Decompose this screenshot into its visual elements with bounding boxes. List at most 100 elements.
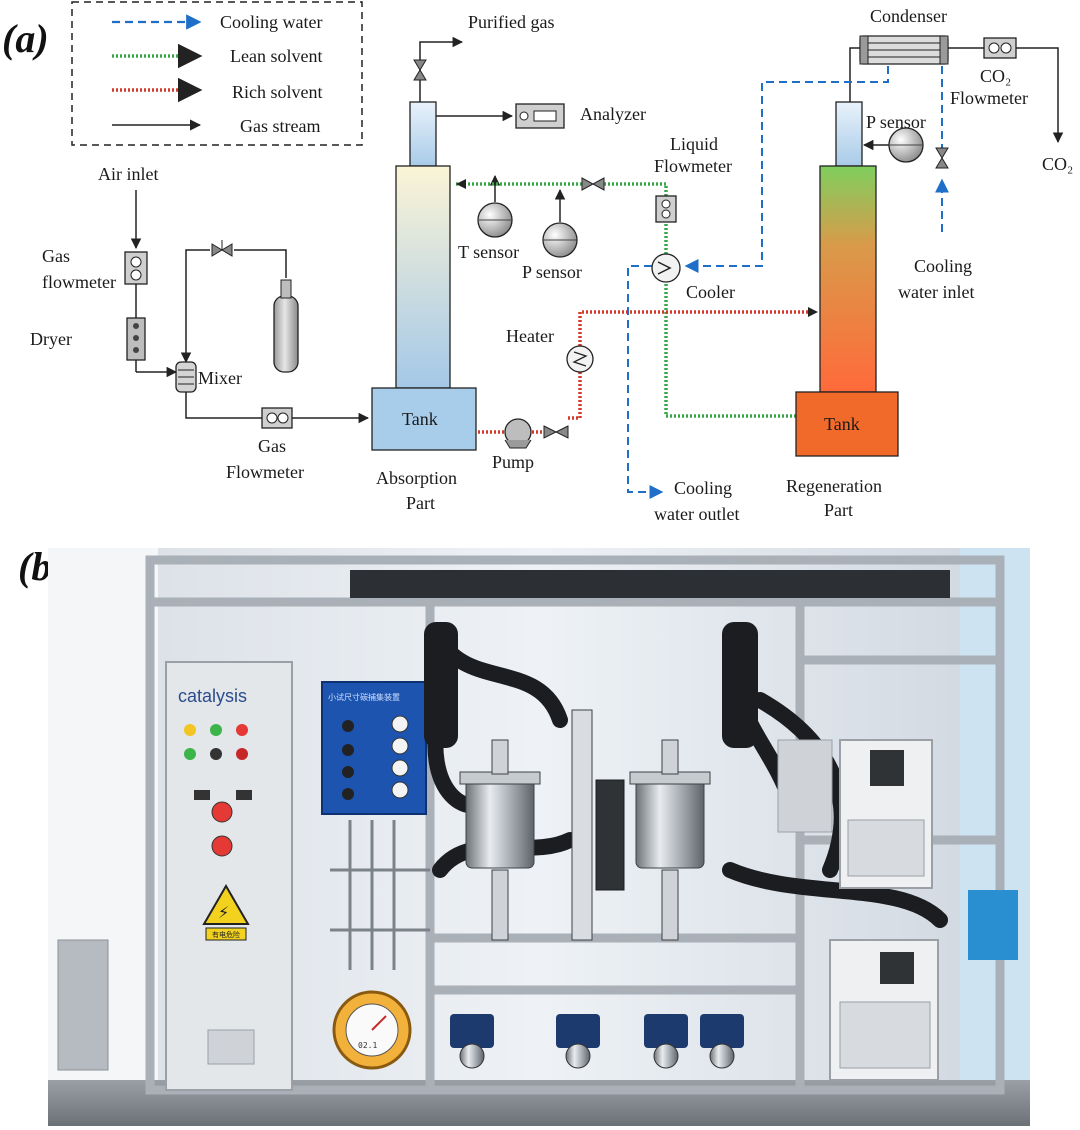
purified-gas-label: Purified gas <box>468 12 554 32</box>
indicator-red-1 <box>236 724 248 736</box>
chiller-upper-display <box>870 750 904 786</box>
air-inlet-label: Air inlet <box>98 164 159 184</box>
gauge-4 <box>391 781 409 799</box>
cooling-inlet-label-a: Cooling <box>914 256 972 276</box>
indicator-yellow-1 <box>184 724 196 736</box>
analyzer <box>515 103 565 129</box>
liquid-flowmeter-label-a: Liquid <box>670 134 718 154</box>
tank-absorption-label: Tank <box>402 409 438 429</box>
gas-cylinder <box>273 279 299 373</box>
gas-flowmeter-1-label-a: Gas <box>42 246 70 266</box>
separator-vessel-left <box>424 622 458 748</box>
brand-logo: catalysis <box>178 686 247 706</box>
valve-purified <box>413 59 427 81</box>
absorber-column <box>371 101 477 451</box>
gas-flowmeter-1 <box>124 251 148 285</box>
gas-flowmeter-1-label-b: flowmeter <box>42 272 116 292</box>
co2-output-label: CO₂ <box>1042 154 1073 174</box>
lightning-glyph: ⚡ <box>218 903 229 922</box>
legend-cooling-water: Cooling water <box>220 12 322 32</box>
panel-a-tag: (a) <box>2 16 49 61</box>
legend: Cooling water Lean solvent Rich solvent … <box>71 1 363 146</box>
knob-1 <box>342 720 354 732</box>
chiller-lower-display <box>880 952 914 984</box>
t-sensor <box>477 202 513 238</box>
stop-button <box>211 835 233 857</box>
lean-arrow-head <box>456 179 466 189</box>
rich-arrow-head <box>808 307 818 317</box>
t-sensor-label: T sensor <box>458 242 519 262</box>
gas-flowmeter-2-label-b: Flowmeter <box>226 462 304 482</box>
cooler <box>651 253 681 283</box>
p-sensor-regen <box>888 127 924 163</box>
warning-label-plate <box>205 927 247 941</box>
gauge-2 <box>391 737 409 755</box>
mixer-label: Mixer <box>198 368 242 388</box>
cooler-label: Cooler <box>686 282 735 302</box>
side-blue-box <box>968 890 1018 960</box>
indicator-green-1 <box>210 724 222 736</box>
process-flow-diagram: (a) Cooling water Lean solvent Rich solv… <box>2 1 1073 524</box>
metering-pumps <box>450 1014 744 1069</box>
p-sensor-label: P sensor <box>522 262 582 282</box>
reactor-regenerator <box>629 739 711 941</box>
tank-regeneration-label: Tank <box>824 414 860 434</box>
switch-2 <box>236 790 252 800</box>
cooling-water-lines <box>627 66 949 499</box>
reactor-absorber <box>459 739 541 941</box>
valve-cooling <box>935 147 949 169</box>
gas-flowmeter-2-label-a: Gas <box>258 436 286 456</box>
gauge-3 <box>391 759 409 777</box>
heater <box>566 345 594 373</box>
regeneration-part-label-b: Part <box>824 500 853 520</box>
gas-stream-lines <box>130 36 1064 424</box>
warning-label: 有电危险 <box>212 930 240 939</box>
dryer <box>126 317 146 361</box>
plumbing-left <box>330 820 430 970</box>
gas-flowmeter-2 <box>261 407 293 429</box>
gauge-1 <box>391 715 409 733</box>
cooling-outlet-label-b: water outlet <box>654 504 739 524</box>
lean-solvent-lines <box>456 182 796 418</box>
chiller-upper <box>839 739 933 889</box>
central-column <box>571 709 625 941</box>
absorption-part-label-b: Part <box>406 493 435 513</box>
indicator-black-1 <box>210 748 222 760</box>
co2-flowmeter-label-b: Flowmeter <box>950 88 1028 108</box>
frame-top-dark <box>350 570 950 598</box>
analyzer-label: Analyzer <box>580 104 646 124</box>
chiller-lower-vent <box>839 1001 931 1069</box>
cooling-outlet-label-a: Cooling <box>674 478 732 498</box>
regenerator-column <box>795 101 899 457</box>
switch-1 <box>194 790 210 800</box>
mixer <box>175 361 197 393</box>
pump-label: Pump <box>492 452 534 472</box>
liquid-flowmeter-label-b: Flowmeter <box>654 156 732 176</box>
instrument-panel: 小试尺寸碳捕集装置 <box>321 681 427 815</box>
co2-flowmeter-label-a: CO₂ <box>980 66 1011 86</box>
p-sensor-regen-label: P sensor <box>866 112 926 132</box>
side-cart <box>57 939 109 1071</box>
chiller-lower <box>829 939 939 1081</box>
dryer-label: Dryer <box>30 329 72 349</box>
legend-gas-stream: Gas stream <box>240 116 320 136</box>
high-voltage-warning-icon <box>202 884 250 925</box>
absorption-part-label-a: Absorption <box>376 468 457 488</box>
knob-2 <box>342 744 354 756</box>
valve-rich <box>543 425 569 439</box>
instrument-panel-title: 小试尺寸碳捕集装置 <box>328 692 400 702</box>
valve-mixer <box>211 240 233 257</box>
liquid-flowmeter <box>655 195 677 223</box>
radiator-grille <box>777 739 833 833</box>
regeneration-part-label-a: Regeneration <box>786 476 882 496</box>
heater-label: Heater <box>506 326 554 346</box>
knob-4 <box>342 788 354 800</box>
rich-solvent-lines <box>478 310 808 434</box>
pump <box>504 418 532 449</box>
legend-lean-solvent: Lean solvent <box>230 46 322 66</box>
condenser <box>859 35 949 65</box>
wet-gas-meter: 02.1 <box>332 990 412 1070</box>
meter-reading: 02.1 <box>358 1041 377 1050</box>
indicator-green-2 <box>184 748 196 760</box>
emergency-stop-button <box>211 801 233 823</box>
